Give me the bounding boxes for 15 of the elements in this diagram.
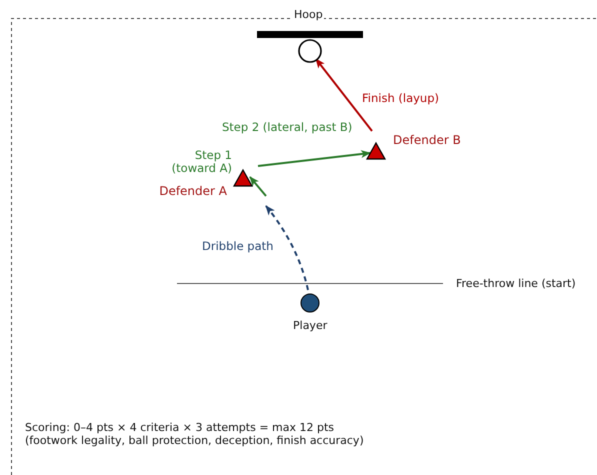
- arrow: [265, 205, 309, 290]
- arrow: [315, 58, 373, 132]
- edge-label: Dribble path: [202, 240, 274, 253]
- edge-label: Step 1 (toward A): [170, 149, 232, 175]
- scoring-note: (footwork legality, ball protection, deception, finish accuracy): [25, 434, 364, 447]
- arrow: [249, 176, 267, 197]
- hoop-label: Hoop: [293, 8, 324, 21]
- defender-label: Defender A: [158, 185, 227, 198]
- player-label: Player: [293, 319, 328, 332]
- edge-label: Step 2 (lateral, past B): [222, 121, 352, 134]
- scoring-note: Scoring: 0–4 pts × 4 criteria × 3 attempts = max 12 pts: [25, 421, 334, 434]
- edge-label: Finish (layup): [362, 92, 440, 105]
- arrow: [258, 150, 371, 167]
- line-label: Free-throw line (start): [456, 277, 576, 290]
- defender-label: Defender B: [393, 134, 461, 147]
